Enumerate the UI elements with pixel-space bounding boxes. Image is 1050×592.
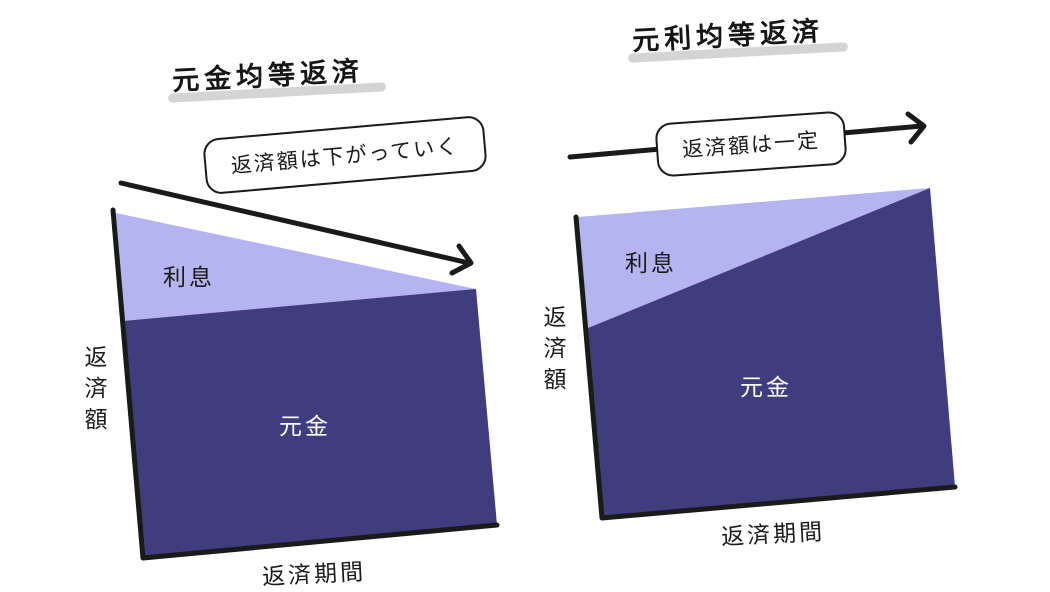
left-principal-area [123, 289, 497, 557]
left-x-axis-label: 返済期間 [261, 559, 367, 591]
right-axes [573, 214, 958, 521]
left-trend-arrow [118, 180, 474, 276]
right-interest-label: 利息 [625, 251, 677, 277]
left-chart [110, 180, 500, 561]
left-interest-label: 利息 [163, 265, 215, 291]
right-callout-text: 返済額は一定 [681, 128, 821, 162]
left-interest-area [116, 213, 476, 321]
right-x-axis-label: 返済期間 [720, 519, 826, 551]
right-interest-area [578, 188, 930, 328]
left-principal-label: 元金 [279, 414, 331, 440]
right-y-axis-label: 返済額 [543, 305, 567, 393]
right-chart [567, 111, 958, 521]
left-callout-text: 返済額は下がっていく [229, 134, 461, 178]
right-principal-area [588, 188, 955, 518]
right-principal-label: 元金 [740, 375, 792, 401]
left-axes [110, 207, 500, 561]
left-y-axis-label: 返済額 [84, 345, 108, 433]
